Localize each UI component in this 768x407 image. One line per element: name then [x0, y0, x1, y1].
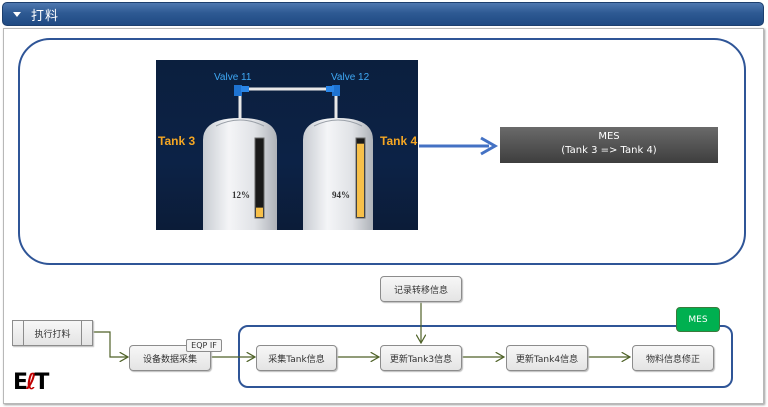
flow-step-4[interactable]: 物料信息修正	[632, 345, 714, 371]
flow-step-3-label: 更新Tank4信息	[515, 354, 579, 365]
logo-letter-l: ℓ	[26, 370, 36, 395]
flow-step-1[interactable]: 采集Tank信息	[256, 345, 337, 371]
flow-node-eqp-collect-label: 设备数据采集	[142, 354, 197, 365]
valve-12-icon[interactable]	[326, 85, 340, 96]
caret-down-icon[interactable]	[13, 11, 21, 17]
hmi-screen: Valve 11 Valve 12 12% Tank 3 94% Tank 4	[156, 60, 418, 230]
flow-node-eqp-collect[interactable]: 设备数据采集	[129, 345, 211, 371]
tank-3-level-bar	[256, 207, 263, 217]
logo-letter-e: E	[13, 370, 28, 395]
valve-11-icon[interactable]	[234, 85, 249, 96]
flow-node-start-label: 执行打料	[34, 329, 71, 340]
mes-group-tag: MES	[676, 307, 720, 332]
section-title: 打料	[31, 8, 60, 24]
flow-node-record-label: 记录转移信息	[393, 285, 448, 296]
mes-box-subtitle: (Tank 3 => Tank 4)	[561, 145, 657, 156]
tank-4-level-text: 94%	[332, 190, 350, 200]
logo-letter-t: T	[34, 370, 49, 395]
valve-11-label: Valve 11	[214, 72, 252, 83]
arrow-to-mes-icon	[419, 136, 499, 156]
connector-start-to-eqp	[93, 331, 128, 357]
tank-4-label: Tank 4	[380, 134, 417, 148]
flow-step-2-label: 更新Tank3信息	[389, 354, 453, 365]
valve-12-label: Valve 12	[331, 72, 370, 83]
tank-3-label: Tank 3	[158, 134, 195, 148]
section-header[interactable]: 打料	[2, 2, 764, 26]
company-logo: EℓT	[13, 370, 49, 395]
tank-3[interactable]	[203, 118, 277, 230]
hmi-graphic: Valve 11 Valve 12 12% Tank 3 94% Tank 4	[158, 72, 417, 230]
mes-transfer-box: MES (Tank 3 => Tank 4)	[500, 127, 718, 163]
flow-step-3[interactable]: 更新Tank4信息	[506, 345, 588, 371]
top-frame	[18, 38, 746, 265]
eqp-if-tag: EQP IF	[186, 339, 222, 352]
tank-4[interactable]	[303, 118, 373, 230]
tank-4-level-bar	[357, 143, 364, 217]
flow-node-start[interactable]: 执行打料	[12, 320, 93, 346]
flow-step-2[interactable]: 更新Tank3信息	[380, 345, 462, 371]
flow-step-4-label: 物料信息修正	[645, 354, 700, 365]
flow-step-1-label: 采集Tank信息	[268, 354, 325, 365]
flow-node-record[interactable]: 记录转移信息	[380, 276, 462, 302]
tank-3-level-text: 12%	[232, 190, 250, 200]
mes-box-title: MES	[598, 131, 620, 142]
